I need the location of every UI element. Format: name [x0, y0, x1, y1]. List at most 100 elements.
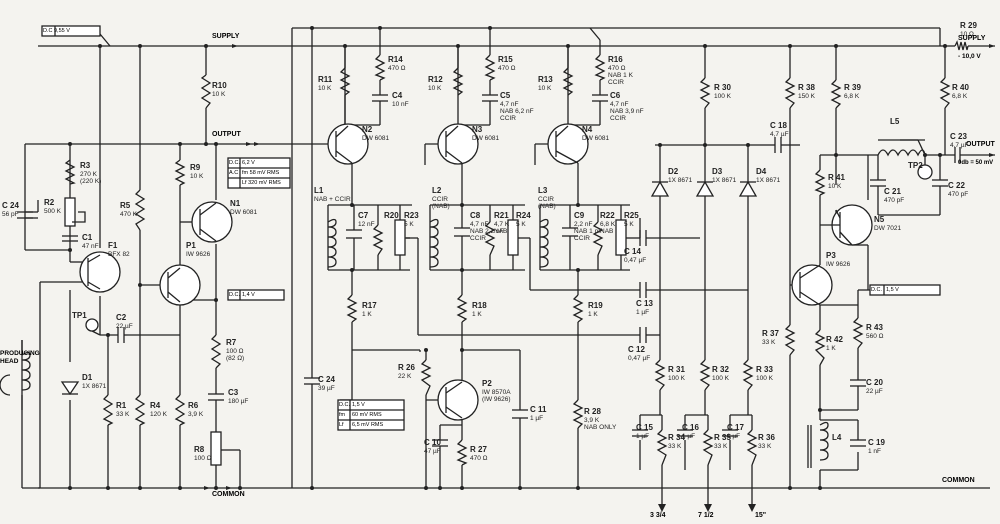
c13-ref-label: C 13: [636, 299, 653, 308]
c11-capacitor: [512, 409, 528, 419]
c2-capacitor: [117, 327, 128, 343]
c15-ref-label: C 15: [636, 423, 653, 432]
r28-resistor: [572, 399, 584, 429]
r39-ref-label: R 39: [844, 83, 861, 92]
c9-value-label: NAB 1 nF: [574, 228, 602, 235]
c19-ref-label: C 19: [868, 438, 885, 447]
p3-voltage-box: [858, 284, 941, 296]
l3-value-label: CCIR: [538, 196, 554, 203]
r24-potentiometer: [507, 205, 519, 270]
c17-value-label: 1 µF: [727, 433, 740, 440]
c9-value-label: 2,2 nF: [574, 221, 592, 228]
r22-value-label: 6,8 K: [600, 221, 616, 228]
d1-value-label: 1X 8671: [82, 383, 107, 390]
c9-value-label: CCIR: [574, 235, 590, 242]
r17-ref-label: R17: [362, 301, 377, 310]
d4-diode: [738, 168, 758, 200]
r27-ref-label: R 27: [470, 445, 487, 454]
r25-value-label: 5 K: [624, 221, 634, 228]
r7-ref-label: R7: [226, 338, 237, 347]
r29-resistor: [954, 40, 969, 51]
l3-ref-label: L3: [538, 186, 548, 195]
r26-ref-label: R 26: [398, 363, 415, 372]
r33-value-label: 100 K: [756, 375, 774, 382]
c16-value-label: 1 µF: [682, 433, 695, 440]
c11-value-label: 1 µF: [530, 415, 543, 422]
n1-box-value: fm 58 mV RMS: [242, 170, 280, 176]
dc-top-box: [41, 25, 101, 37]
p1-transistor: [159, 264, 201, 306]
c22-ref-label: C 22: [948, 181, 965, 190]
c20-capacitor: [850, 370, 866, 395]
n3-ref-label: N3: [472, 125, 483, 134]
r18-value-label: 1 K: [472, 311, 482, 318]
d1-ref-label: D1: [82, 373, 93, 382]
r28-value-label: 3,9 K: [584, 417, 600, 424]
tap-label-2: 7 1/2: [698, 512, 714, 519]
c6-value-label: 4,7 nF: [610, 101, 628, 108]
r7-value-label: (82 Ω): [226, 355, 244, 362]
d2-diode: [650, 168, 670, 200]
l1-value-label: NAB + CCIR: [314, 196, 351, 203]
n1-voltage-box: [227, 157, 291, 189]
f1-part-label: BFX 82: [108, 251, 130, 258]
r33-resistor: [742, 359, 754, 391]
r2-value-label: 500 K: [44, 208, 62, 215]
r30-resistor: [699, 77, 711, 109]
d2-value-label: 1X 8671: [668, 177, 693, 184]
r16-resistor: [594, 54, 606, 81]
n5-transistor: [820, 204, 873, 246]
c12-capacitor: [639, 327, 660, 343]
r17-resistor: [346, 294, 358, 323]
r25-ref-label: R25: [624, 211, 639, 220]
r12-resistor: [452, 46, 464, 96]
l5-ref-label: L5: [890, 117, 900, 126]
l2-inductor: [429, 218, 439, 268]
c5-ref-label: C5: [500, 91, 511, 100]
r42-ref-label: R 42: [826, 335, 843, 344]
eq-stage-wires: [300, 27, 641, 488]
r6-ref-label: R6: [188, 401, 199, 410]
c10-ref-label: C 10: [424, 438, 441, 447]
d3-value-label: 1X 8671: [712, 177, 737, 184]
c21-capacitor: [870, 179, 886, 200]
r39-resistor: [830, 79, 842, 109]
r17-value-label: 1 K: [362, 311, 372, 318]
r38-ref-label: R 38: [798, 83, 815, 92]
r31-value-label: 100 K: [668, 375, 686, 382]
n3-transistor: [437, 123, 479, 165]
r19-ref-label: R19: [588, 301, 603, 310]
l3-value-label: (NAB): [538, 203, 556, 210]
c22-value-label: 470 pF: [948, 191, 968, 198]
dc-top-label: D.C 9,55 V: [43, 28, 70, 34]
r34-resistor: [656, 429, 668, 466]
r15-ref-label: R15: [498, 55, 513, 64]
c5-value-label: CCIR: [500, 115, 516, 122]
c9-capacitor: [562, 205, 578, 270]
common-net-label: COMMON: [212, 491, 245, 498]
p2-ref-label: P2: [482, 379, 492, 388]
c12-ref-label: C 12: [628, 345, 645, 354]
r11-value-label: 10 K: [318, 85, 332, 92]
r8-value-label: 100 Ω: [194, 455, 212, 462]
output-right-label: OUTPUT: [966, 141, 995, 148]
n4-transistor: [547, 123, 589, 165]
r40-ref-label: R 40: [952, 83, 969, 92]
r4-value-label: 120 K: [150, 411, 168, 418]
r31-resistor: [654, 359, 666, 391]
r7-value-label: 100 Ω: [226, 348, 244, 355]
r19-value-label: 1 K: [588, 311, 598, 318]
r1-resistor: [102, 394, 114, 426]
r13-value-label: 10 K: [538, 85, 552, 92]
l2-value-label: CCIR: [432, 196, 448, 203]
r42-resistor: [814, 329, 826, 366]
c11-ref-label: C 11: [530, 405, 547, 414]
r18-resistor: [456, 294, 468, 323]
r12-ref-label: R12: [428, 75, 443, 84]
c8-value-label: 4,7 nF: [470, 221, 488, 228]
c4-capacitor: [372, 94, 388, 105]
r12-value-label: 10 K: [428, 85, 442, 92]
r8-potentiometer: [210, 431, 230, 466]
p3-box-key: D.C.: [871, 287, 882, 293]
